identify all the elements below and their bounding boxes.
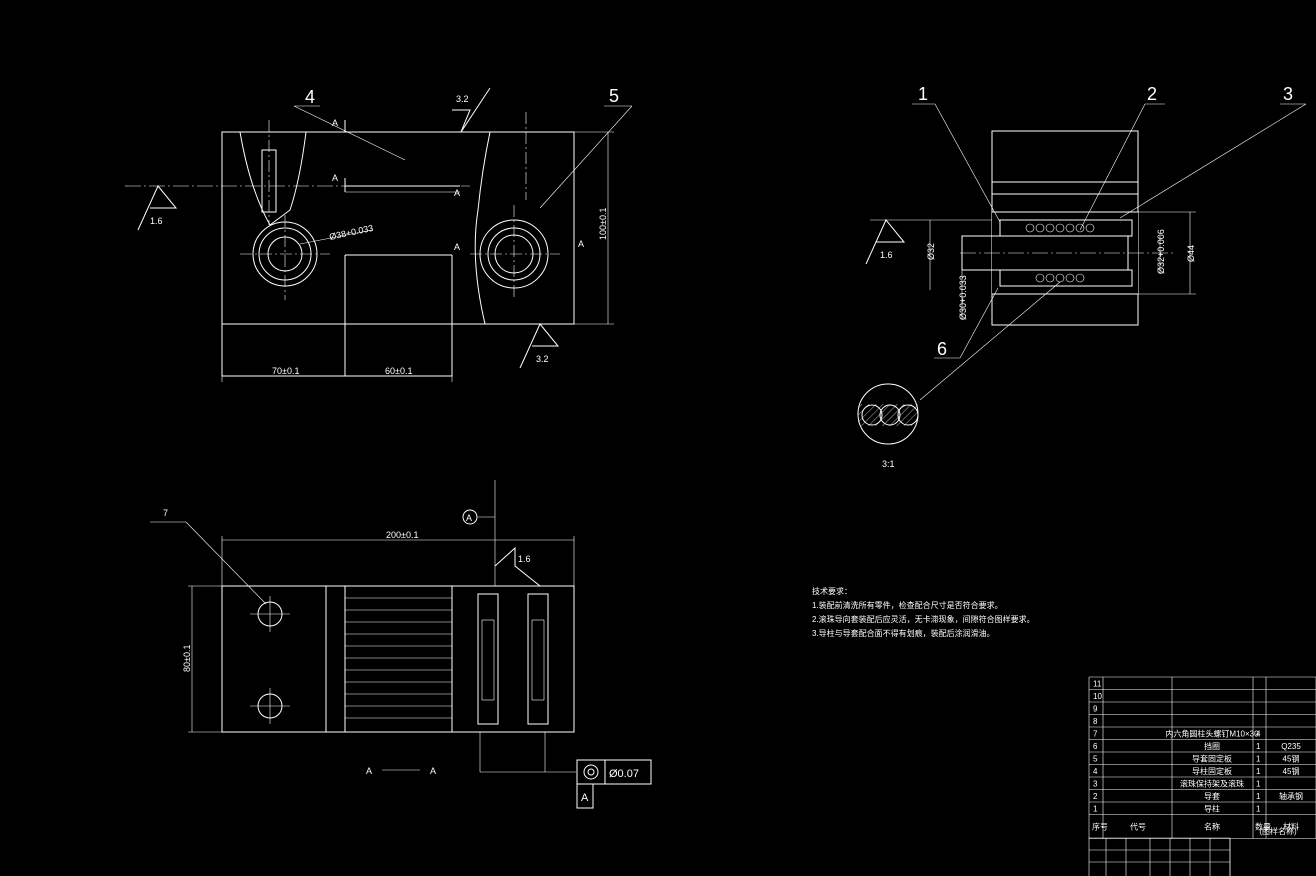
roughness-top: [452, 87, 491, 133]
top-section-hatch: [451, 585, 575, 733]
parts-row-name: 挡圈: [1204, 741, 1220, 751]
front-outline: [221, 131, 575, 325]
top-view: 7 A 1.6 200±0.1 80±0.1 A A Ø0.07 A: [150, 480, 652, 809]
section-caption-right: A: [430, 766, 436, 776]
parts-row-no: 11: [1093, 680, 1102, 689]
tol-datum: A: [581, 792, 589, 804]
parts-row-qty: 1: [1256, 792, 1261, 801]
parts-row-no: 7: [1093, 730, 1098, 739]
parts-header-no: 序号: [1092, 822, 1108, 832]
datum-a-marker: [462, 509, 478, 525]
part-label-5: 5: [609, 86, 619, 106]
dim-top-height: 80±0.1: [182, 645, 192, 672]
parts-row-no: 3: [1093, 780, 1098, 789]
parts-row-no: 6: [1093, 742, 1098, 751]
tech-notes: 技术要求： 1.装配前清洗所有零件，检查配合尺寸是否符合要求。 2.滚珠导向套装…: [812, 586, 1035, 638]
roughness-bottom: [519, 323, 560, 369]
parts-row-name: 内六角圆柱头螺钉M10×30: [1165, 729, 1259, 739]
part-label-3: 3: [1283, 84, 1293, 104]
datum-a: A: [466, 513, 472, 523]
tech-note-3: 3.导柱与导套配合面不得有划痕，装配后涂润滑油。: [812, 628, 995, 638]
tech-note-1: 1.装配前清洗所有零件，检查配合尺寸是否符合要求。: [812, 600, 1003, 610]
tol-value-box: [604, 759, 652, 785]
top-roughness-value: 1.6: [518, 554, 531, 564]
tech-notes-title: 技术要求：: [812, 586, 852, 596]
parts-header-name: 名称: [1204, 822, 1220, 832]
part-label-4: 4: [305, 87, 315, 107]
parts-header-qty: 数量: [1255, 822, 1271, 832]
parts-row-qty: 4: [1256, 730, 1261, 739]
section-a-top: A: [332, 118, 338, 128]
parts-row-material: 轴承钢: [1279, 791, 1303, 801]
tol-datum-box: [576, 783, 594, 809]
parts-row-no: 4: [1093, 767, 1098, 776]
parts-row-qty: 1: [1256, 755, 1261, 764]
parts-row-no: 9: [1093, 705, 1098, 714]
section-caption-left: A: [366, 766, 372, 776]
parts-row-material: 45钢: [1283, 766, 1300, 776]
parts-row-name: 导柱: [1204, 804, 1220, 814]
parts-row-no: 1: [1093, 805, 1098, 814]
tol-value: Ø0.07: [609, 768, 639, 780]
dim-d30: Ø30+0.033: [958, 275, 968, 320]
dim-d44: Ø44: [1186, 245, 1196, 262]
front-view: A A A A A Ø38+0.033 4 5 3.2 1.6 3.2 70±0…: [125, 86, 633, 382]
part-label-1: 1: [918, 84, 928, 104]
parts-row-name: 滚珠保持架及滚珠: [1180, 779, 1244, 789]
parts-row-name: 导套固定板: [1192, 754, 1232, 764]
dim-length: 200±0.1: [386, 530, 418, 540]
section-view: 1 2 3 6 1.6 Ø32 Ø30+0.033 Ø32+0.006 Ø44 …: [857, 84, 1307, 469]
front-section-hatch: [474, 131, 575, 325]
top-roughness: [494, 546, 541, 587]
roughness-top-value: 3.2: [456, 94, 469, 104]
dim-height: 100±0.1: [598, 208, 608, 240]
dim-d32b: Ø32+0.006: [1156, 229, 1166, 274]
section-a-right2: A: [454, 242, 460, 252]
front-base: [221, 323, 453, 377]
parts-header-code: 代号: [1130, 822, 1146, 832]
tech-note-2: 2.滚珠导向套装配后应灵活，无卡滞现象，间隙符合图样要求。: [812, 614, 1035, 624]
part-label-7: 7: [163, 508, 168, 518]
roughness-bottom-value: 3.2: [536, 354, 549, 364]
parts-row-no: 8: [1093, 717, 1098, 726]
parts-row-name: 导套: [1204, 791, 1220, 801]
part-label-6: 6: [937, 339, 947, 359]
dim-width-1: 70±0.1: [272, 366, 299, 376]
section-roughness-value: 1.6: [880, 250, 893, 260]
title-block-name: (图样名称): [1259, 826, 1297, 836]
top-outline: [221, 585, 575, 733]
roughness-left-value: 1.6: [150, 216, 163, 226]
dim-width-2: 60±0.1: [385, 366, 412, 376]
parts-row-no: 5: [1093, 755, 1098, 764]
parts-row-qty: 1: [1256, 780, 1261, 789]
detail-label: 3:1: [882, 459, 895, 469]
section-a-right: A: [454, 188, 460, 198]
ball-chain: [1025, 223, 1095, 283]
parts-row-no: 2: [1093, 792, 1098, 801]
parts-row-name: 导柱固定板: [1192, 766, 1232, 776]
part-label-2: 2: [1147, 84, 1157, 104]
parts-row-qty: 1: [1256, 767, 1261, 776]
tol-symbol-box: [576, 759, 606, 785]
section-a-far: A: [578, 239, 584, 249]
parts-row-no: 10: [1093, 692, 1102, 701]
parts-row-qty: 1: [1256, 742, 1261, 751]
parts-row-material: 45钢: [1283, 754, 1300, 764]
parts-header-material: 材料: [1283, 822, 1299, 832]
hole-dim: Ø38+0.033: [328, 223, 374, 242]
roughness-left: [137, 185, 178, 231]
section-a-mid: A: [332, 173, 338, 183]
ribbed-area: [345, 597, 452, 719]
parts-row-qty: 1: [1256, 805, 1261, 814]
parts-row-material: Q235: [1281, 742, 1301, 751]
section-roughness: [865, 219, 906, 265]
dim-d32: Ø32: [926, 243, 936, 260]
